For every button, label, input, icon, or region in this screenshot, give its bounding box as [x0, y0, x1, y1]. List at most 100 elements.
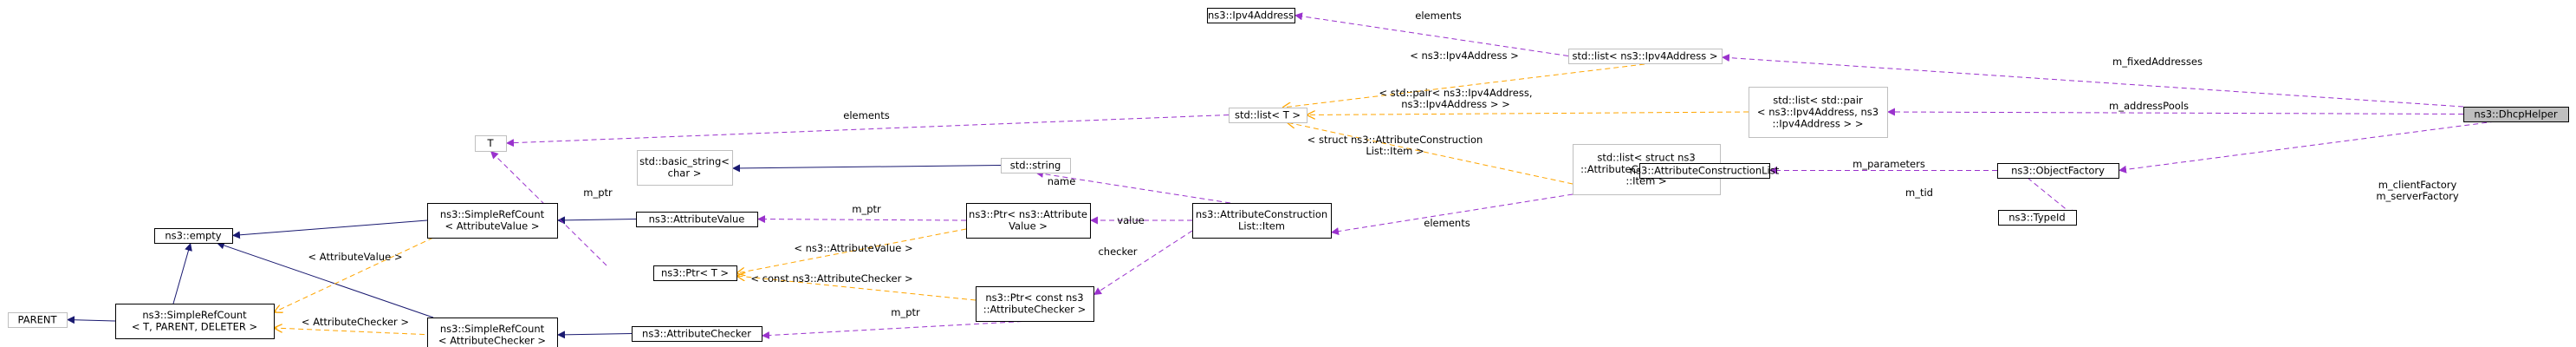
edge-label-inst-src-value: < AttributeValue > [308, 251, 403, 263]
node-ipv4address[interactable]: ns3::Ipv4Address [1207, 8, 1295, 23]
node-label: ns3::AttributeChecker [642, 327, 751, 339]
edge-inherit-26 [172, 242, 192, 304]
node-label: std::string [1010, 159, 1061, 171]
edge-label-checker: checker [1098, 246, 1137, 258]
edge-tmpl-inst-const-checker [736, 276, 977, 301]
node-box [1207, 8, 1295, 23]
edge-label-name: name [1048, 175, 1076, 187]
edge-usage-elements-t [505, 115, 1230, 147]
node-ptr-t[interactable]: ns3::Ptr< T > [653, 265, 737, 281]
edge-usage-checker [1093, 230, 1193, 296]
node-box [115, 304, 275, 339]
node-empty[interactable]: ns3::empty [154, 228, 233, 244]
edge-inherit-11 [731, 164, 1002, 173]
node-label: ns3::SimpleRefCount [142, 309, 247, 321]
node-box [1568, 49, 1723, 64]
node-box [427, 318, 558, 347]
edge-inherit-24 [556, 331, 633, 339]
node-label: < T, PARENT, DELETER > [132, 321, 257, 333]
node-attribute-value[interactable]: ns3::AttributeValue [636, 212, 758, 227]
node-box [1192, 203, 1332, 239]
edge-label-elements-ipv4: elements [1415, 10, 1461, 22]
node-label: char > [668, 167, 702, 180]
node-label: ns3::AttributeValue [649, 213, 745, 225]
node-label: std::list< ns3::Ipv4Address > [1573, 49, 1718, 62]
edge-label-elements-item: elements [1424, 217, 1470, 229]
edge-label-elements-t: elements [843, 109, 889, 121]
node-label: ns3::Ptr< const ns3 [985, 291, 1083, 304]
edge-label-value: value [1117, 214, 1144, 226]
node-std-string[interactable]: std::string [1001, 158, 1071, 174]
edge-label-inst-item: List::Item > [1366, 145, 1424, 157]
node-label: ::AttributeChecker > [983, 304, 1087, 316]
node-label: Value > [1009, 220, 1048, 232]
node-label: ns3::Ipv4Address [1208, 9, 1294, 21]
node-box [475, 135, 507, 152]
node-src-generic[interactable]: ns3::SimpleRefCount< T, PARENT, DELETER … [115, 304, 275, 339]
node-label: ns3::empty [165, 229, 221, 241]
edge-label-ptr-value: m_ptr [852, 203, 881, 215]
edge-label-parameters: m_parameters [1853, 158, 1925, 170]
node-attr-constr-list[interactable]: ns3::AttributeConstructionList [1630, 163, 1780, 179]
node-object-factory[interactable]: ns3::ObjectFactory [1997, 163, 2119, 179]
node-label: ns3::Ptr< T > [661, 266, 729, 278]
edge-label-inst-attr-value: < ns3::AttributeValue > [794, 242, 912, 254]
node-parent[interactable]: PARENT [8, 312, 68, 328]
node-box [427, 203, 558, 239]
edge-usage-address-pools [1886, 108, 2464, 116]
edge-label-ptr-t: m_ptr [583, 187, 613, 199]
edge-usage-name [1035, 169, 1231, 204]
edge-usage-elements-item [1330, 193, 1574, 236]
node-dhcp-helper[interactable]: ns3::DhcpHelper [2463, 107, 2569, 122]
node-label: ns3::Ptr< ns3::Attribute [969, 208, 1087, 220]
node-label: < AttributeChecker > [438, 335, 546, 347]
edge-label-address-pools: m_addressPools [2109, 100, 2189, 112]
node-t-param[interactable]: T [475, 135, 507, 152]
edge-tmpl-inst-src-checker [274, 328, 434, 336]
node-box [1998, 210, 2077, 226]
node-basic-string[interactable]: std::basic_string<char > [637, 150, 733, 186]
node-box [8, 312, 68, 328]
node-src-checker[interactable]: ns3::SimpleRefCount< AttributeChecker > [427, 318, 558, 347]
node-label: ns3::SimpleRefCount [440, 208, 545, 220]
edge-tmpl-inst-pair [1307, 112, 1749, 115]
node-std-list-t[interactable]: std::list< T > [1229, 108, 1307, 123]
node-label: std::list< T > [1235, 108, 1301, 121]
node-typeid[interactable]: ns3::TypeId [1998, 210, 2077, 226]
node-list-pair[interactable]: std::list< std::pair< ns3::Ipv4Address, … [1749, 87, 1888, 138]
node-box [1639, 163, 1770, 179]
node-box [653, 265, 737, 281]
node-box [976, 286, 1094, 322]
node-src-value[interactable]: ns3::SimpleRefCount< AttributeValue > [427, 203, 558, 239]
node-box [632, 326, 762, 342]
edge-labels-layer: elements< ns3::Ipv4Address >m_fixedAddre… [302, 10, 2459, 328]
node-box [1001, 158, 1071, 174]
node-label: std::list< std::pair [1773, 94, 1863, 106]
node-label: ::Ipv4Address > > [1773, 117, 1864, 129]
node-attr-constr-item[interactable]: ns3::AttributeConstructionList::Item [1192, 203, 1332, 239]
node-ptr-attr-value[interactable]: ns3::Ptr< ns3::AttributeValue > [966, 203, 1091, 239]
node-box [154, 228, 233, 244]
node-label: < ns3::Ipv4Address, ns3 [1757, 106, 1878, 118]
edge-inherit-23 [216, 241, 434, 318]
node-label: ns3::ObjectFactory [2011, 164, 2105, 176]
edge-inherit-25 [66, 316, 116, 324]
node-ptr-const-checker[interactable]: ns3::Ptr< const ns3::AttributeChecker > [976, 286, 1094, 322]
edge-label-m-tid: m_tid [1905, 187, 1933, 199]
edge-label-fixed-addresses: m_fixedAddresses [2112, 56, 2203, 68]
edge-usage-ptr-value [756, 215, 967, 224]
node-box [636, 212, 758, 227]
edge-label-inst-pair: ns3::Ipv4Address > > [1401, 98, 1510, 110]
edge-label-inst-ipv4: < ns3::Ipv4Address > [1410, 49, 1519, 62]
node-label: ns3::SimpleRefCount [440, 323, 545, 335]
node-attribute-checker[interactable]: ns3::AttributeChecker [632, 326, 762, 342]
node-box [637, 150, 733, 186]
edge-label-inst-pair: < std::pair< ns3::Ipv4Address, [1379, 87, 1532, 99]
edge-inherit-22 [231, 219, 428, 239]
edge-label-ptr-checker: m_ptr [891, 306, 920, 318]
node-box [2463, 107, 2569, 122]
node-box [966, 203, 1091, 239]
node-list-ipv4[interactable]: std::list< ns3::Ipv4Address > [1568, 49, 1723, 64]
edge-label-inst-const-checker: < const ns3::AttributeChecker > [750, 272, 912, 285]
edge-inherit-16 [556, 216, 637, 225]
